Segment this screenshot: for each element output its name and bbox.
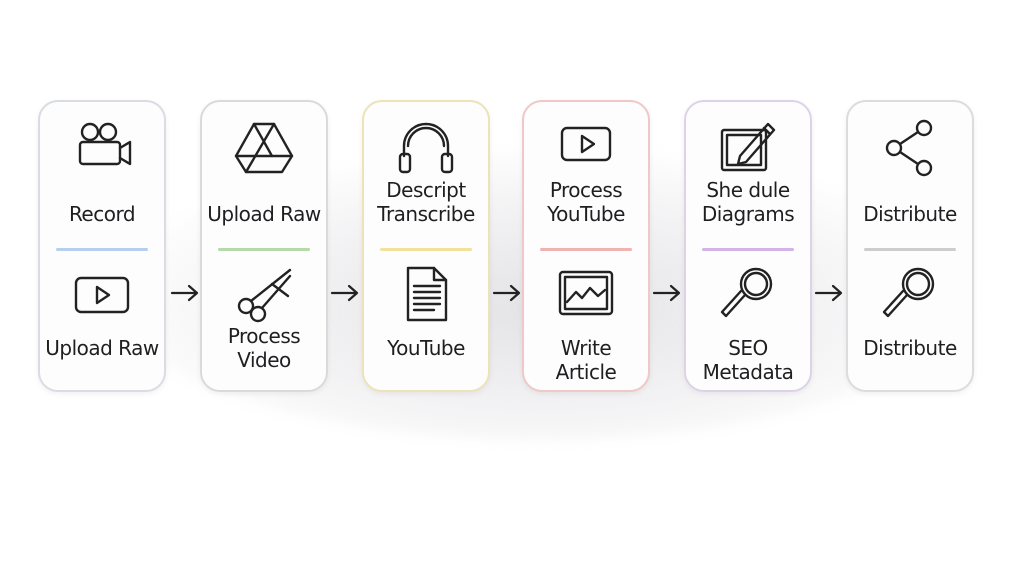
flow-arrow-5: [812, 282, 846, 304]
document-icon: [394, 262, 458, 326]
image-chart-icon: [554, 262, 618, 326]
stage-3-bottom-label: YouTube: [387, 336, 465, 360]
stage-1-top-label: Record: [68, 202, 136, 226]
play-button-icon: [70, 262, 134, 326]
stage-4-divider: [540, 248, 632, 251]
drive-triangle-icon: [232, 116, 296, 180]
stage-card-4: Process YouTube Write Article: [522, 100, 650, 392]
stage-2-top: Upload Raw: [202, 102, 326, 248]
stage-2-divider: [218, 248, 310, 251]
stage-6-top-label: Distribute: [863, 202, 957, 226]
stage-1-bottom-label: Upload Raw: [45, 336, 159, 360]
stage-card-6: Distribute Distribute: [846, 100, 974, 392]
pencil-tablet-icon: [716, 116, 780, 180]
stage-3-divider: [380, 248, 472, 251]
stage-5-divider: [702, 248, 794, 251]
stage-6-bottom: Distribute: [848, 248, 972, 394]
stage-1-divider: [56, 248, 148, 251]
stage-3-bottom: YouTube: [364, 248, 488, 394]
stage-4-bottom: Write Article: [524, 248, 648, 394]
stage-5-bottom: SEO Metadata: [686, 248, 810, 394]
stage-card-2: Upload Raw Process Video: [200, 100, 328, 392]
flow-arrow-2: [328, 282, 362, 304]
flow-arrow-3: [490, 282, 524, 304]
stage-6-divider: [864, 248, 956, 251]
stage-3-top: Descript Transcribe: [364, 102, 488, 248]
stage-3-top-label: Descript Transcribe: [377, 178, 475, 226]
stage-5-top: She dule Diagrams: [686, 102, 810, 248]
magnifier-icon: [716, 262, 780, 326]
stage-1-bottom: Upload Raw: [40, 248, 164, 394]
stage-5-top-label: She dule Diagrams: [701, 178, 795, 226]
video-camera-icon: [70, 116, 134, 180]
stage-5-bottom-label: SEO Metadata: [702, 336, 794, 384]
stage-1-top: Record: [40, 102, 164, 248]
stage-card-1: Record Upload Raw: [38, 100, 166, 392]
stage-4-top: Process YouTube: [524, 102, 648, 248]
stage-6-bottom-label: Distribute: [863, 336, 957, 360]
headphones-icon: [394, 116, 458, 180]
share-icon: [878, 116, 942, 180]
magnifier-icon: [878, 262, 942, 326]
stage-2-top-label: Upload Raw: [207, 202, 321, 226]
scissors-icon: [232, 262, 296, 326]
play-button-icon: [554, 116, 618, 180]
stage-2-bottom: Process Video: [202, 248, 326, 394]
stage-card-5: She dule Diagrams SEO Metadata: [684, 100, 812, 392]
stage-2-bottom-label: Process Video: [227, 324, 301, 372]
stage-card-3: Descript Transcribe YouTube: [362, 100, 490, 392]
flow-arrow-4: [650, 282, 684, 304]
flow-arrow-1: [168, 282, 202, 304]
stage-6-top: Distribute: [848, 102, 972, 248]
stage-4-bottom-label: Write Article: [555, 336, 617, 384]
stage-4-top-label: Process YouTube: [547, 178, 625, 226]
